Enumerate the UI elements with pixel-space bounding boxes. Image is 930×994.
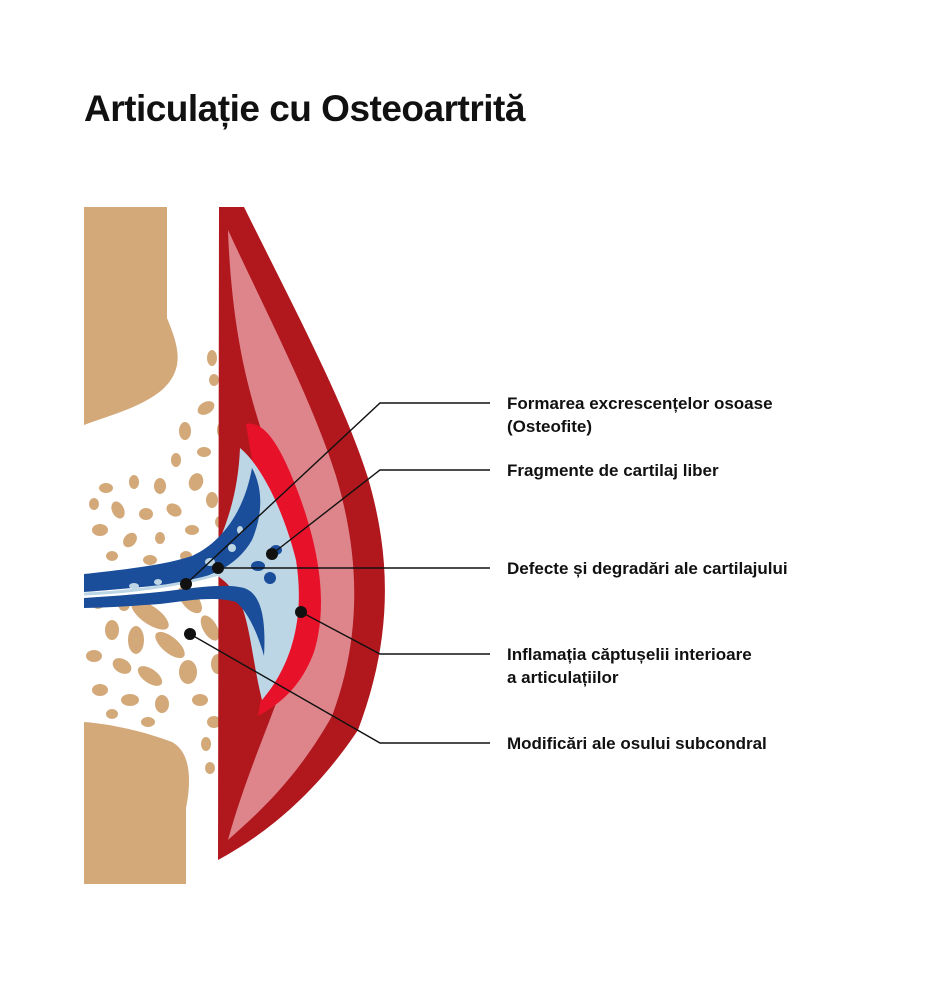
label-line: (Osteofite) [507, 417, 592, 436]
label-line: Modificări ale osului subcondral [507, 734, 767, 753]
label-line: Defecte și degradări ale cartilajului [507, 559, 788, 578]
upper-cartilage [84, 468, 261, 592]
label-lining-inflammation: Inflamația căptușelii interioare a artic… [507, 643, 752, 689]
joint-space [83, 570, 227, 596]
label-line: Fragmente de cartilaj liber [507, 461, 719, 480]
lower-bone [84, 722, 190, 884]
label-line: Inflamația căptușelii interioare [507, 645, 752, 664]
label-osteophytes: Formarea excrescențelor osoase (Osteofit… [507, 392, 773, 438]
page-title: Articulație cu Osteoartrită [84, 88, 525, 129]
synovial-fluid [204, 448, 299, 700]
capsule-fill [228, 230, 355, 840]
label-subchondral-bone: Modificări ale osului subcondral [507, 732, 767, 755]
label-line: Formarea excrescențelor osoase [507, 394, 773, 413]
label-cartilage-defects: Defecte și degradări ale cartilajului [507, 557, 788, 580]
upper-bone [84, 207, 178, 425]
label-line: a articulațiilor [507, 668, 619, 687]
marker-loose-cartilage [266, 548, 278, 560]
marker-dots [180, 548, 307, 640]
lower-cartilage [84, 585, 265, 656]
marker-lining-inflammation [295, 606, 307, 618]
leader-osteophytes [185, 402, 490, 585]
marker-osteophytes [180, 578, 192, 590]
leader-lines [185, 402, 490, 744]
label-loose-cartilage: Fragmente de cartilaj liber [507, 459, 719, 482]
marker-cartilage-defects [212, 562, 224, 574]
leader-loose-cartilage [271, 469, 490, 555]
leader-lining-inflammation [300, 611, 490, 655]
marker-subchondral-bone [184, 628, 196, 640]
leader-subchondral-bone [189, 633, 490, 744]
